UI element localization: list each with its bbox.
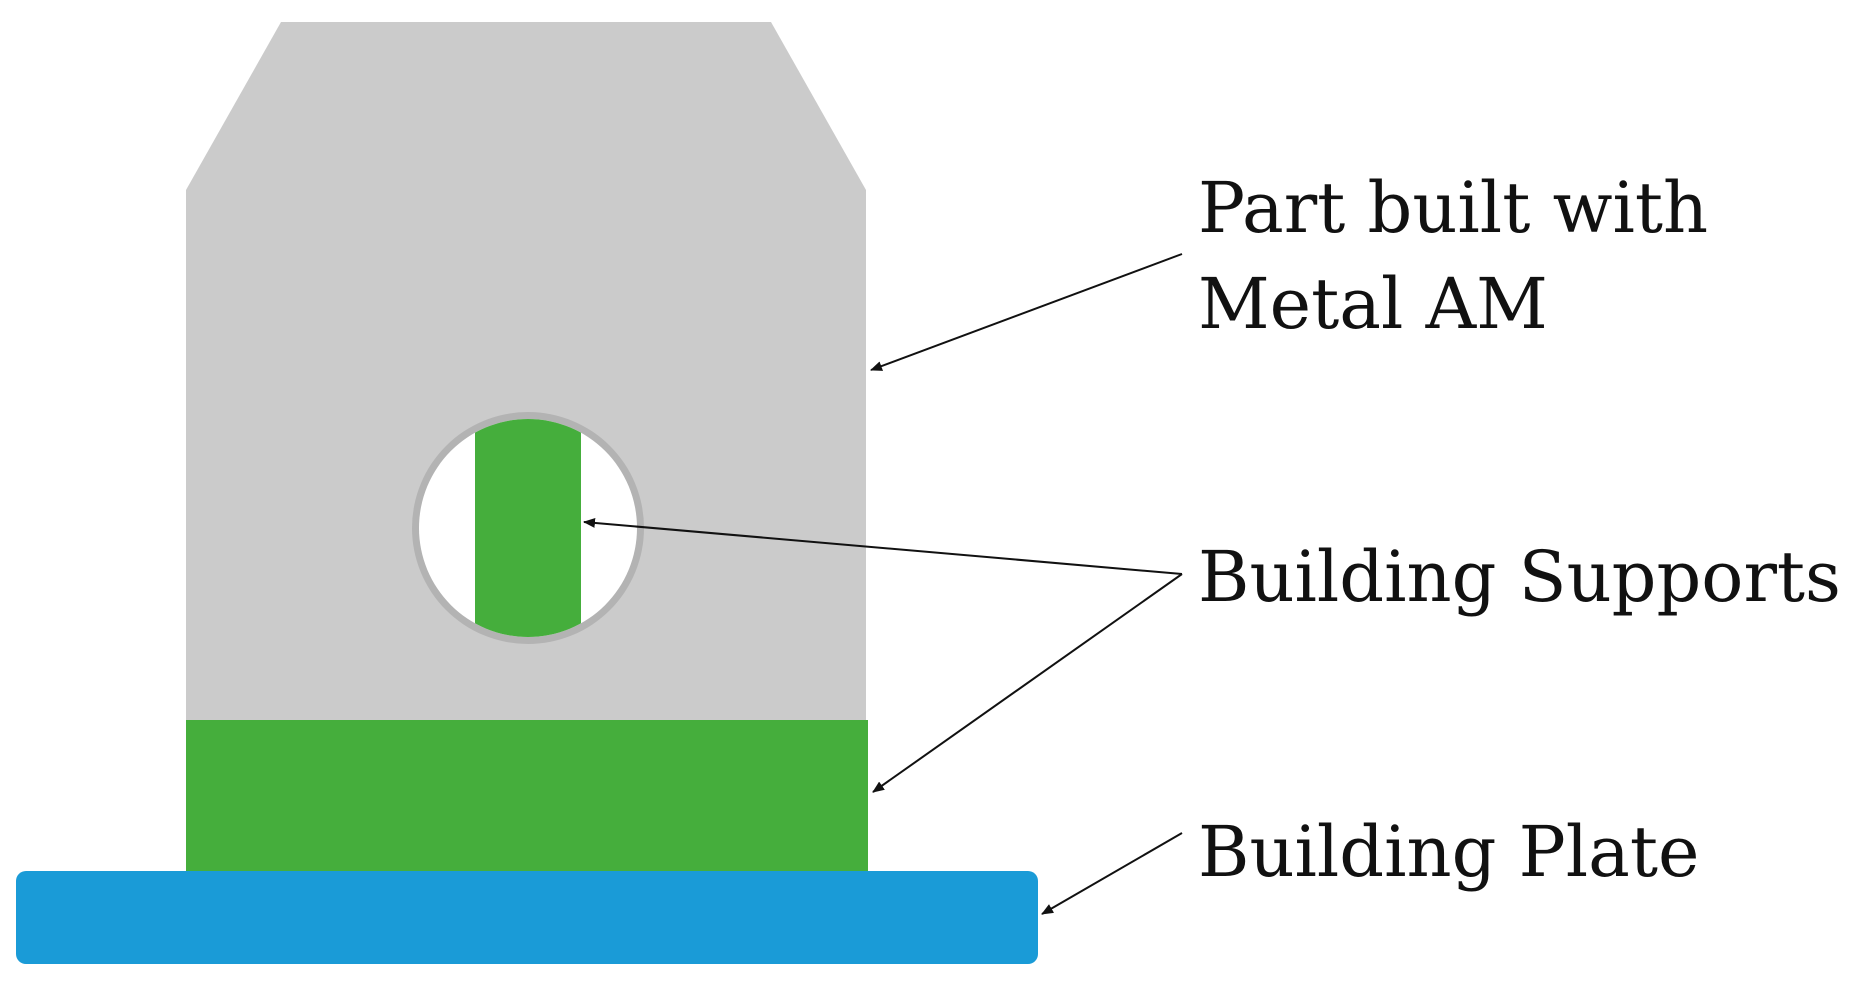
plate-label: Building Plate — [1198, 811, 1699, 893]
part-label-line2: Metal AM — [1198, 263, 1548, 345]
supports-arrow-bottom — [872, 573, 1183, 793]
supports-arrow-internal — [583, 517, 1183, 575]
supports-label: Building Supports — [1198, 536, 1841, 618]
part-label-line1: Part built with — [1198, 167, 1708, 249]
part-arrow — [870, 253, 1183, 371]
plate-arrow — [1041, 832, 1183, 915]
building-plate — [16, 871, 1038, 964]
metal-part — [186, 22, 866, 722]
bottom-supports — [186, 720, 868, 872]
internal-support — [475, 419, 581, 637]
